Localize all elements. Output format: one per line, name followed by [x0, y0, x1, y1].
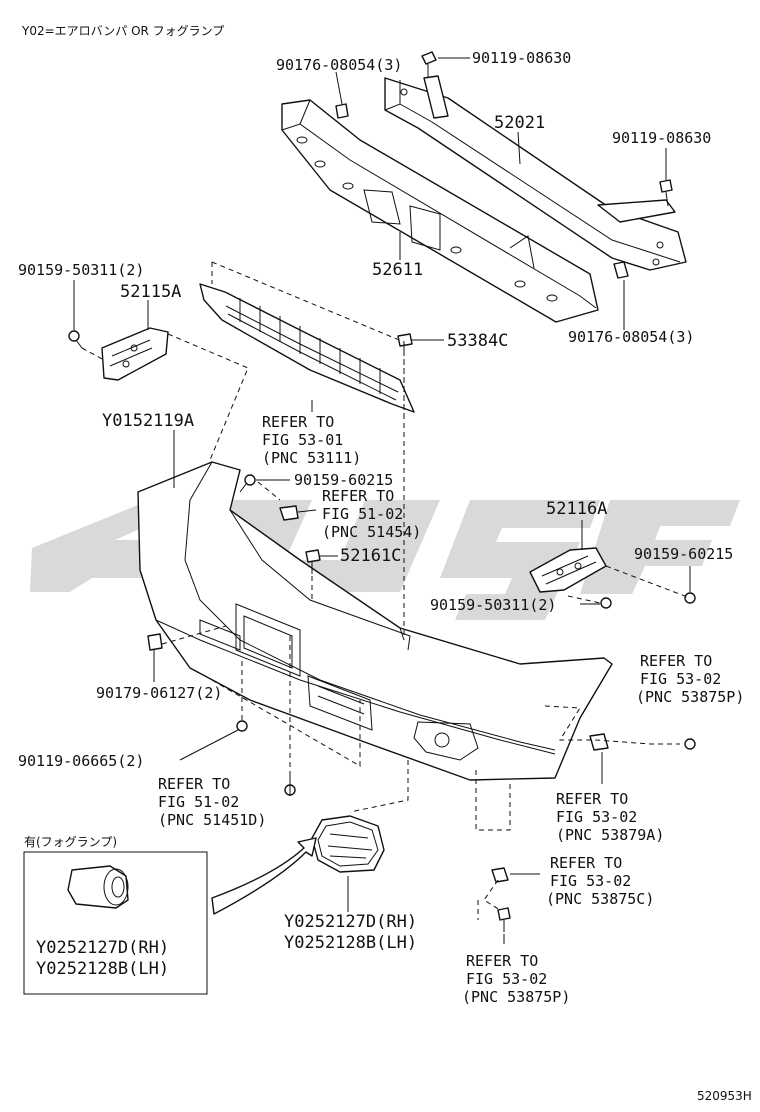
label-screw-left: 90159-50311(2): [18, 261, 144, 279]
arrow-icon: [211, 837, 317, 915]
label-ref-53879a-1: REFER TO: [556, 790, 628, 808]
label-screw-right: 90159-50311(2): [430, 596, 556, 614]
bumper-cover: [137, 461, 613, 781]
inset-fog-lamp-icon: [67, 865, 129, 909]
fog-lamp-inset: 有(フォグランプ) Y0252127D(RH) Y0252128B(LH): [23, 835, 208, 995]
label-bolt-06665: 90119-06665(2): [18, 752, 144, 770]
label-bumper-cover: Y0152119A: [102, 411, 194, 431]
label-ref-53879a-3: (PNC 53879A): [556, 826, 664, 844]
bumper-reinforcement-52021: [384, 75, 687, 271]
assembly-lines: [81, 261, 691, 920]
label-clip-53384c: 53384C: [447, 331, 508, 351]
leader-lines: [73, 57, 691, 944]
retainer-left-52115a: [101, 327, 169, 381]
label-ref-51451d-2: FIG 51-02: [158, 793, 239, 811]
label-cover-lh: Y0252128B(LH): [284, 933, 417, 953]
label-bolt-top-b: 90119-08630: [472, 49, 571, 67]
label-ref-53875p-top-2: FIG 53-02: [640, 670, 721, 688]
header-note: Y02=エアロバンパ OR フォグランプ: [21, 24, 224, 38]
label-retainer-right: 52116A: [546, 499, 607, 519]
label-ref-53875p-bot-3: (PNC 53875P): [462, 988, 570, 1006]
energy-absorber-52611: [281, 99, 599, 323]
label-ref-53875c-1: REFER TO: [550, 854, 622, 872]
radiator-grille: [199, 283, 415, 413]
label-ref-51454-3: (PNC 51454): [322, 523, 421, 541]
inset-part-rh: Y0252127D(RH): [36, 938, 169, 958]
label-absorber: 52611: [372, 260, 423, 280]
label-bolt-top-a: 90176-08054(3): [276, 56, 402, 74]
fog-lamp-cover: [311, 815, 385, 873]
label-nut-06127: 90179-06127(2): [96, 684, 222, 702]
label-screw-60215-a: 90159-60215: [294, 471, 393, 489]
inset-title: 有(フォグランプ): [24, 835, 117, 849]
fasteners: [68, 51, 696, 932]
label-cover-rh: Y0252127D(RH): [284, 912, 417, 932]
label-ref-53875c-2: FIG 53-02: [550, 872, 631, 890]
label-ref-53875p-top-1: REFER TO: [640, 652, 712, 670]
label-grille-ref-1: REFER TO: [262, 413, 334, 431]
callout-labels: 90176-08054(3) 90119-08630 52021 90119-0…: [18, 49, 744, 1006]
label-screw-60215-b: 90159-60215: [634, 545, 733, 563]
label-nut-right: 90176-08054(3): [568, 328, 694, 346]
label-ref-51454-2: FIG 51-02: [322, 505, 403, 523]
label-ref-53875c-3: (PNC 53875C): [546, 890, 654, 908]
label-ref-53875p-bot-1: REFER TO: [466, 952, 538, 970]
label-grille-ref-2: FIG 53-01: [262, 431, 343, 449]
label-ref-51451d-3: (PNC 51451D): [158, 811, 266, 829]
label-ref-51454-1: REFER TO: [322, 487, 394, 505]
inset-part-lh: Y0252128B(LH): [36, 959, 169, 979]
figure-code: 520953H: [697, 1089, 752, 1103]
label-ref-53875p-bot-2: FIG 53-02: [466, 970, 547, 988]
label-clip-52161c: 52161C: [340, 546, 401, 566]
label-ref-53875p-top-3: (PNC 53875P): [636, 688, 744, 706]
label-ref-51451d-1: REFER TO: [158, 775, 230, 793]
label-grille-ref-3: (PNC 53111): [262, 449, 361, 467]
label-reinforcement: 52021: [494, 113, 545, 133]
label-retainer-left: 52115A: [120, 282, 181, 302]
label-ref-53879a-2: FIG 53-02: [556, 808, 637, 826]
label-bolt-right: 90119-08630: [612, 129, 711, 147]
